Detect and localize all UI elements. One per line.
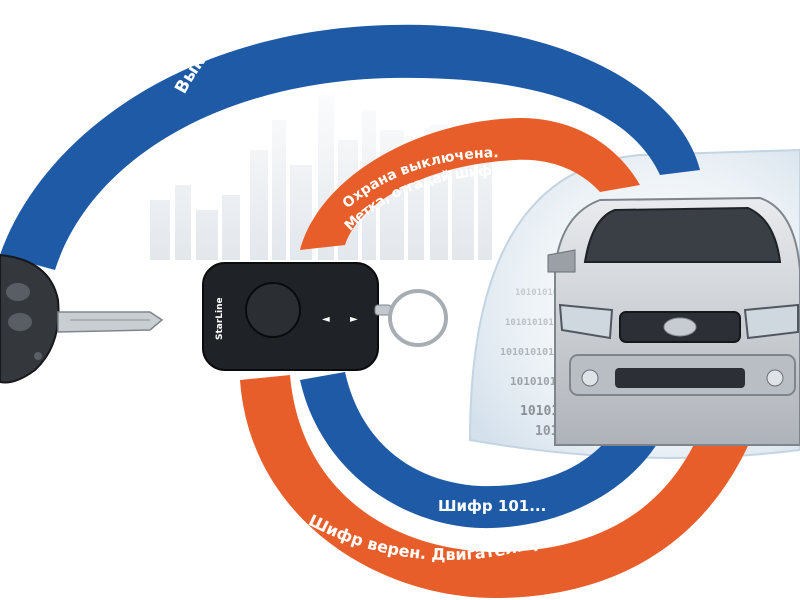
outer-top-arc [0,24,700,270]
car-icon [547,196,800,446]
outer-bottom-arc [240,375,755,599]
inner-bottom-arc [300,372,670,529]
inner-top-arc [300,118,640,250]
car-key-icon [0,253,164,384]
tag-arrow-left: ◄ [322,314,330,325]
tag-arrow-right: ► [350,314,358,325]
inner-bottom-arc-label: Шифр 101... [438,497,546,515]
tag-brand-label: StarLine [215,297,225,340]
key-fob-tag-icon: StarLine ◄ ► [202,262,448,371]
